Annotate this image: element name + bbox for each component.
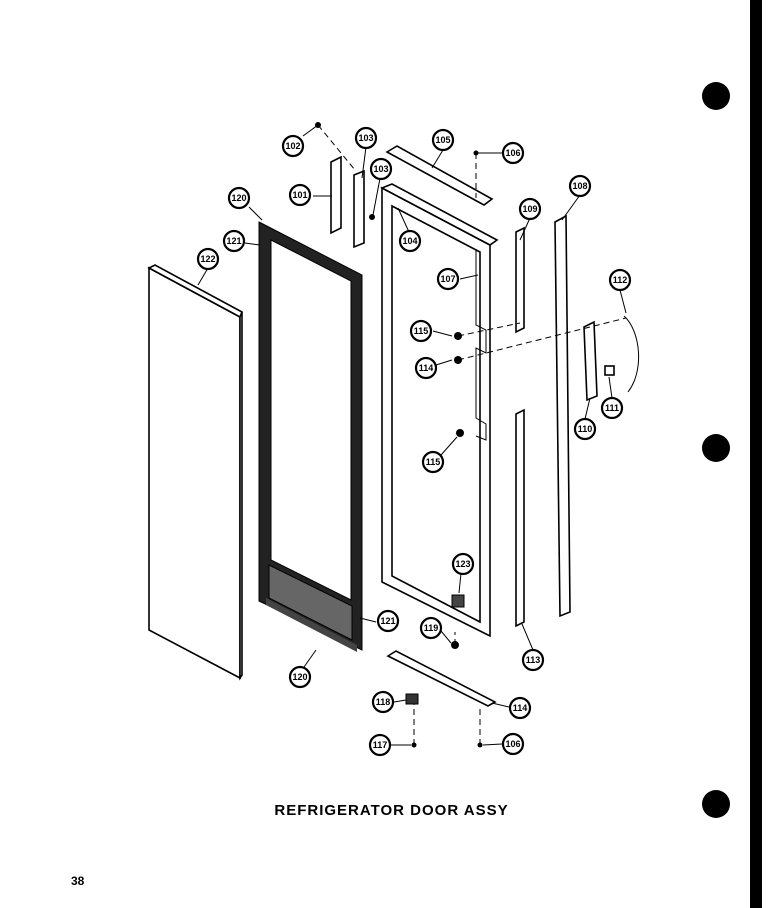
callout-108: 108 (568, 174, 592, 198)
svg-text:111: 111 (605, 403, 619, 413)
callout-109: 109 (518, 197, 542, 221)
hinge-bracket-right (353, 169, 365, 249)
svg-text:121: 121 (380, 616, 395, 626)
callout-112: 112 (608, 268, 632, 292)
callout-120-bottom: 120 (288, 665, 312, 689)
svg-text:115: 115 (426, 457, 441, 467)
callout-117: 117 (368, 733, 392, 757)
callout-111: 111 (600, 396, 624, 420)
svg-text:112: 112 (613, 275, 628, 285)
svg-text:113: 113 (526, 655, 541, 665)
hinge-bracket-left (330, 155, 342, 235)
svg-text:121: 121 (226, 236, 241, 246)
svg-text:114: 114 (419, 363, 434, 373)
svg-text:103: 103 (358, 133, 373, 143)
callout-121-top: 121 (222, 229, 246, 253)
callout-120-top: 120 (227, 186, 251, 210)
callout-103-upper: 103 (354, 126, 378, 150)
callout-107: 107 (436, 267, 460, 291)
callout-106-top: 106 (501, 141, 525, 165)
callout-113: 113 (521, 648, 545, 672)
divider-strip-upper (515, 226, 525, 334)
handle-bracket (583, 320, 598, 402)
callout-106-bottom: 106 (501, 732, 525, 756)
callout-121-bottom: 121 (376, 609, 400, 633)
svg-text:120: 120 (231, 193, 246, 203)
svg-text:106: 106 (505, 739, 520, 749)
svg-text:109: 109 (522, 204, 537, 214)
svg-text:118: 118 (376, 697, 391, 707)
callout-115-lower: 115 (421, 450, 445, 474)
svg-text:117: 117 (373, 740, 388, 750)
divider-strip-lower (515, 408, 525, 628)
page-number: 38 (71, 874, 85, 888)
callout-118: 118 (371, 690, 395, 714)
door-gasket (258, 221, 363, 652)
svg-text:120: 120 (292, 672, 307, 682)
screw-103 (369, 214, 375, 220)
svg-text:105: 105 (435, 135, 450, 145)
callout-123: 123 (451, 552, 475, 576)
callout-104: 104 (398, 229, 422, 253)
svg-text:106: 106 (505, 148, 520, 158)
svg-text:101: 101 (292, 190, 307, 200)
svg-text:103: 103 (373, 164, 388, 174)
svg-text:114: 114 (513, 703, 528, 713)
svg-text:107: 107 (440, 274, 455, 284)
binder-hole-bottom (702, 790, 730, 818)
bottom-rail (386, 650, 497, 707)
svg-text:110: 110 (578, 424, 593, 434)
svg-text:119: 119 (424, 623, 439, 633)
top-rail (385, 145, 494, 206)
diagram-title: REFRIGERATOR DOOR ASSY (274, 802, 509, 819)
callout-110: 110 (573, 417, 597, 441)
svg-text:108: 108 (572, 181, 587, 191)
door-liner-frame (380, 183, 499, 638)
callout-102: 102 (281, 134, 305, 158)
svg-text:123: 123 (455, 559, 470, 569)
bottom-bracket (405, 693, 419, 705)
svg-text:115: 115 (414, 326, 429, 336)
binder-hole-middle (702, 434, 730, 462)
callout-103-lower: 103 (369, 157, 393, 181)
callout-119: 119 (419, 616, 443, 640)
door-handle (623, 315, 640, 393)
binder-hole-top (702, 82, 730, 110)
handle-clip (604, 365, 615, 376)
outer-door-panel (147, 264, 244, 681)
svg-text:102: 102 (285, 141, 300, 151)
plug-115-lower (456, 429, 464, 437)
svg-text:104: 104 (402, 236, 417, 246)
svg-text:122: 122 (200, 254, 215, 264)
callout-105: 105 (431, 128, 455, 152)
callout-122: 122 (196, 247, 220, 271)
handle-trim (554, 214, 571, 618)
scan-edge-bar (750, 0, 762, 908)
callout-101: 101 (288, 183, 312, 207)
callout-114-middle: 114 (414, 356, 438, 380)
callout-114-bottom: 114 (508, 696, 532, 720)
callout-115-upper: 115 (409, 319, 433, 343)
